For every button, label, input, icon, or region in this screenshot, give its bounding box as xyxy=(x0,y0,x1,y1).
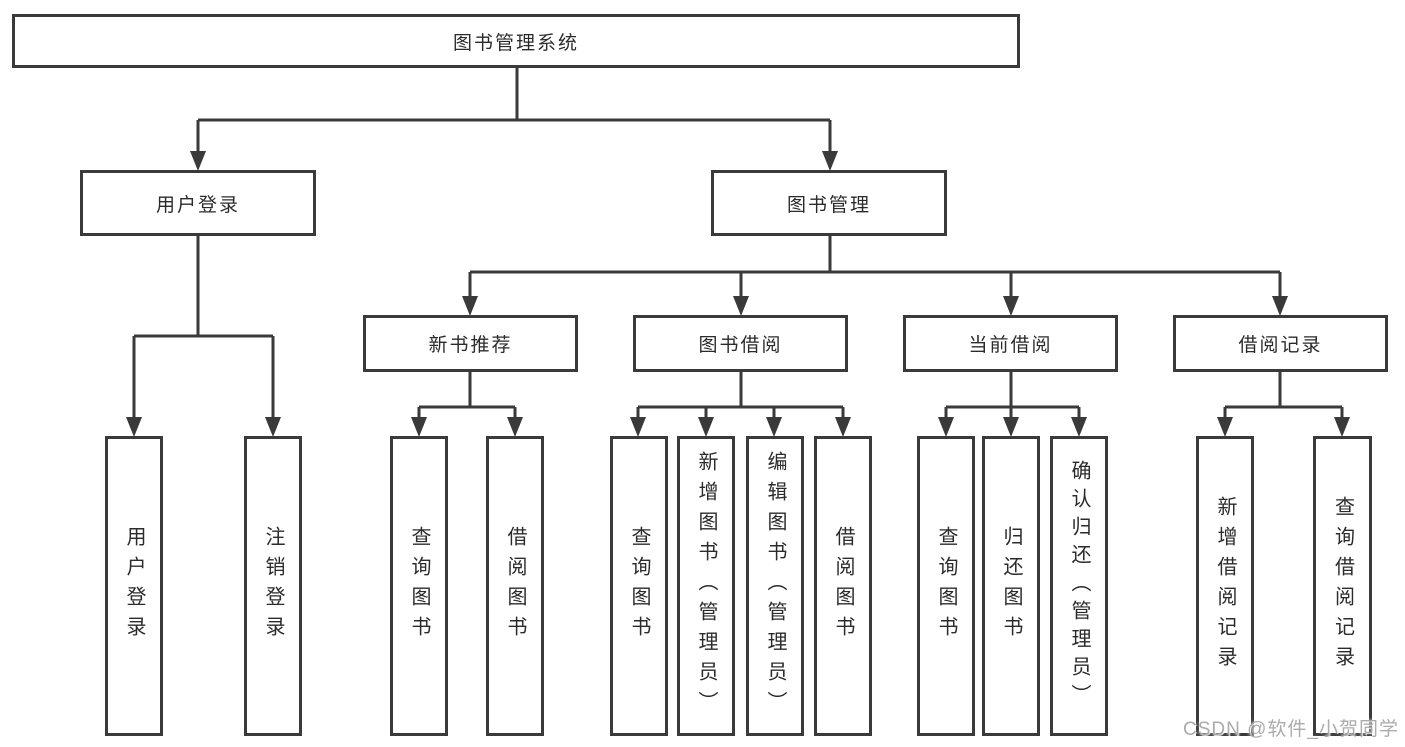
leaf-label: 查询图书 xyxy=(935,526,957,646)
leaf-user-login: 用户登录 xyxy=(105,436,163,736)
leaf-label: 新增图书（管理员） xyxy=(695,451,717,721)
node-label: 新书推荐 xyxy=(428,335,513,356)
node-borrowing-records: 借阅记录 xyxy=(1173,315,1388,372)
arrowheads xyxy=(126,151,1350,437)
leaf-query-books-recommend: 查询图书 xyxy=(390,436,448,736)
leaf-label: 查询图书 xyxy=(408,526,430,646)
leaf-borrow-books-recommend: 借阅图书 xyxy=(486,436,544,736)
leaf-label: 确认归还（管理员） xyxy=(1068,460,1090,712)
leaf-label: 查询图书 xyxy=(628,526,650,646)
leaf-add-books-admin: 新增图书（管理员） xyxy=(677,436,735,736)
node-book-management: 图书管理 xyxy=(711,170,947,236)
leaf-label: 借阅图书 xyxy=(832,526,854,646)
leaf-label: 归还图书 xyxy=(1000,526,1022,646)
node-book-borrowing: 图书借阅 xyxy=(633,315,848,372)
leaf-query-books-current: 查询图书 xyxy=(917,436,975,736)
node-label: 图书借阅 xyxy=(698,335,783,356)
node-label: 当前借阅 xyxy=(968,335,1053,356)
leaf-label: 查询借阅记录 xyxy=(1331,496,1354,676)
leaf-label: 借阅图书 xyxy=(504,526,526,646)
leaf-edit-books-admin: 编辑图书（管理员） xyxy=(746,436,804,736)
node-new-book-recommendation: 新书推荐 xyxy=(363,315,578,372)
node-label: 图书管理系统 xyxy=(452,32,579,54)
node-label: 图书管理 xyxy=(786,194,871,216)
leaf-logout-login: 注销登录 xyxy=(244,436,302,736)
leaf-query-books-borrowing: 查询图书 xyxy=(610,436,668,736)
leaf-borrow-books-borrowing: 借阅图书 xyxy=(814,436,872,736)
leaf-label: 注销登录 xyxy=(262,526,284,646)
node-label: 借阅记录 xyxy=(1238,335,1323,356)
node-library-management-system: 图书管理系统 xyxy=(12,14,1020,68)
leaf-return-books: 归还图书 xyxy=(982,436,1040,736)
node-label: 用户登录 xyxy=(155,194,240,216)
leaf-label: 编辑图书（管理员） xyxy=(764,451,786,721)
leaf-add-borrow-record: 新增借阅记录 xyxy=(1196,436,1254,736)
leaf-label: 新增借阅记录 xyxy=(1214,496,1236,676)
watermark: CSDN @软件_小贺同学 xyxy=(1183,719,1399,740)
leaf-confirm-return-admin: 确认归还（管理员） xyxy=(1050,436,1108,736)
node-user-login: 用户登录 xyxy=(80,170,316,236)
leaf-label: 用户登录 xyxy=(123,526,145,646)
leaf-query-borrow-record: 查询借阅记录 xyxy=(1313,436,1372,736)
node-current-borrowing: 当前借阅 xyxy=(903,315,1118,372)
